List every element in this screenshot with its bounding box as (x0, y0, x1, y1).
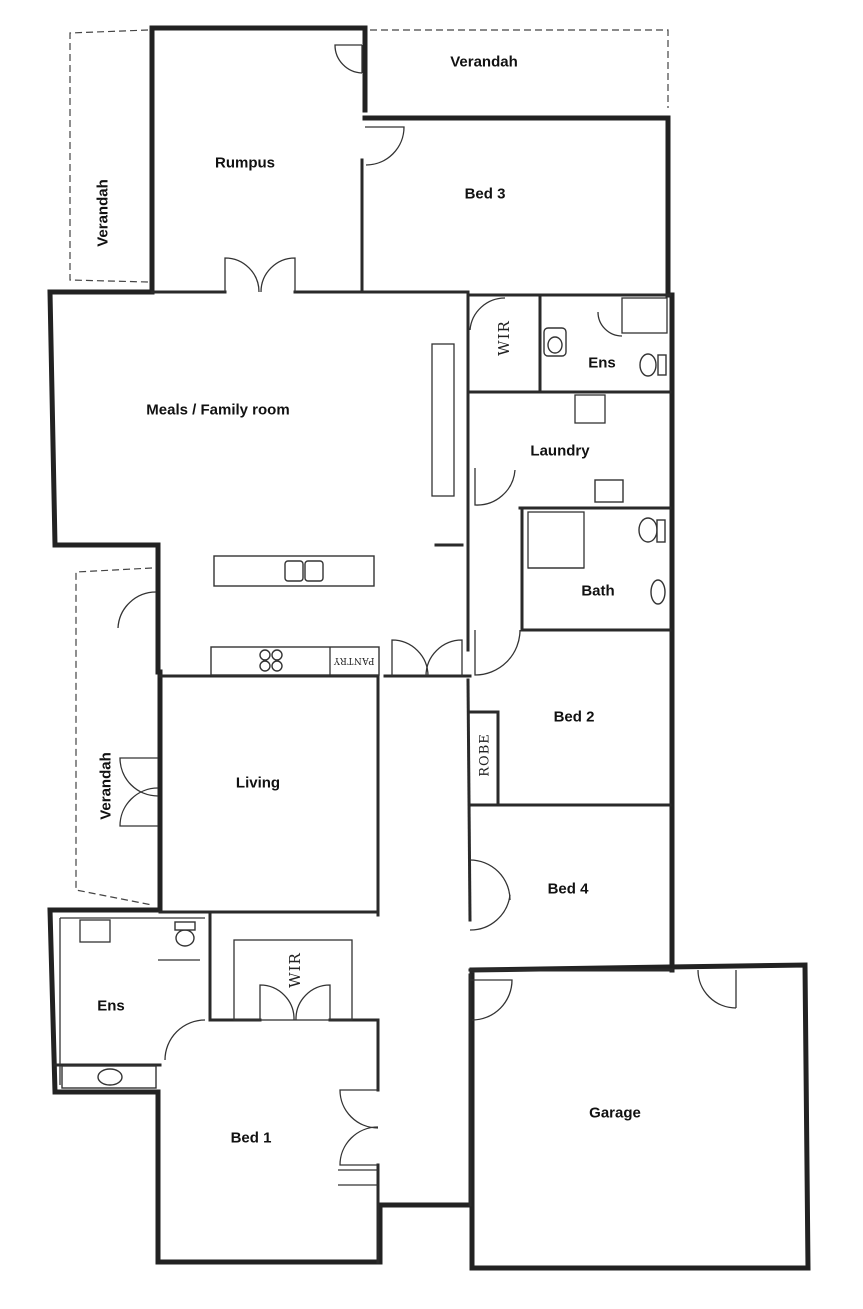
doors (117, 44, 737, 1166)
label-robe: ROBE (477, 733, 493, 777)
label-bath: Bath (581, 582, 615, 600)
interior-walls (53, 158, 674, 1264)
fixtures (61, 327, 667, 1089)
label-ens-bottom: Ens (97, 997, 125, 1015)
label-garage: Garage (589, 1104, 641, 1122)
label-verandah-left-bottom: Verandah (97, 752, 115, 820)
exterior-walls (47, 25, 811, 1271)
label-verandah-top: Verandah (450, 53, 518, 71)
label-rumpus: Rumpus (215, 154, 275, 172)
label-verandah-left-top: Verandah (94, 179, 112, 247)
label-living: Living (235, 774, 281, 792)
label-bed-3: Bed 3 (464, 185, 506, 203)
label-meals-family-room: Meals / Family room (146, 401, 290, 419)
label-bed-2: Bed 2 (553, 708, 595, 726)
label-laundry: Laundry (530, 442, 590, 460)
label-ens-top: Ens (588, 354, 616, 372)
label-bed-1: Bed 1 (230, 1129, 272, 1147)
detail-lines (59, 297, 668, 1186)
label-wir-bottom: WIR (286, 952, 304, 988)
label-wir-top: WIR (495, 320, 513, 356)
label-bed-4: Bed 4 (547, 880, 589, 898)
label-pantry: PANTRY (333, 655, 375, 665)
verandah-outlines (69, 29, 669, 906)
